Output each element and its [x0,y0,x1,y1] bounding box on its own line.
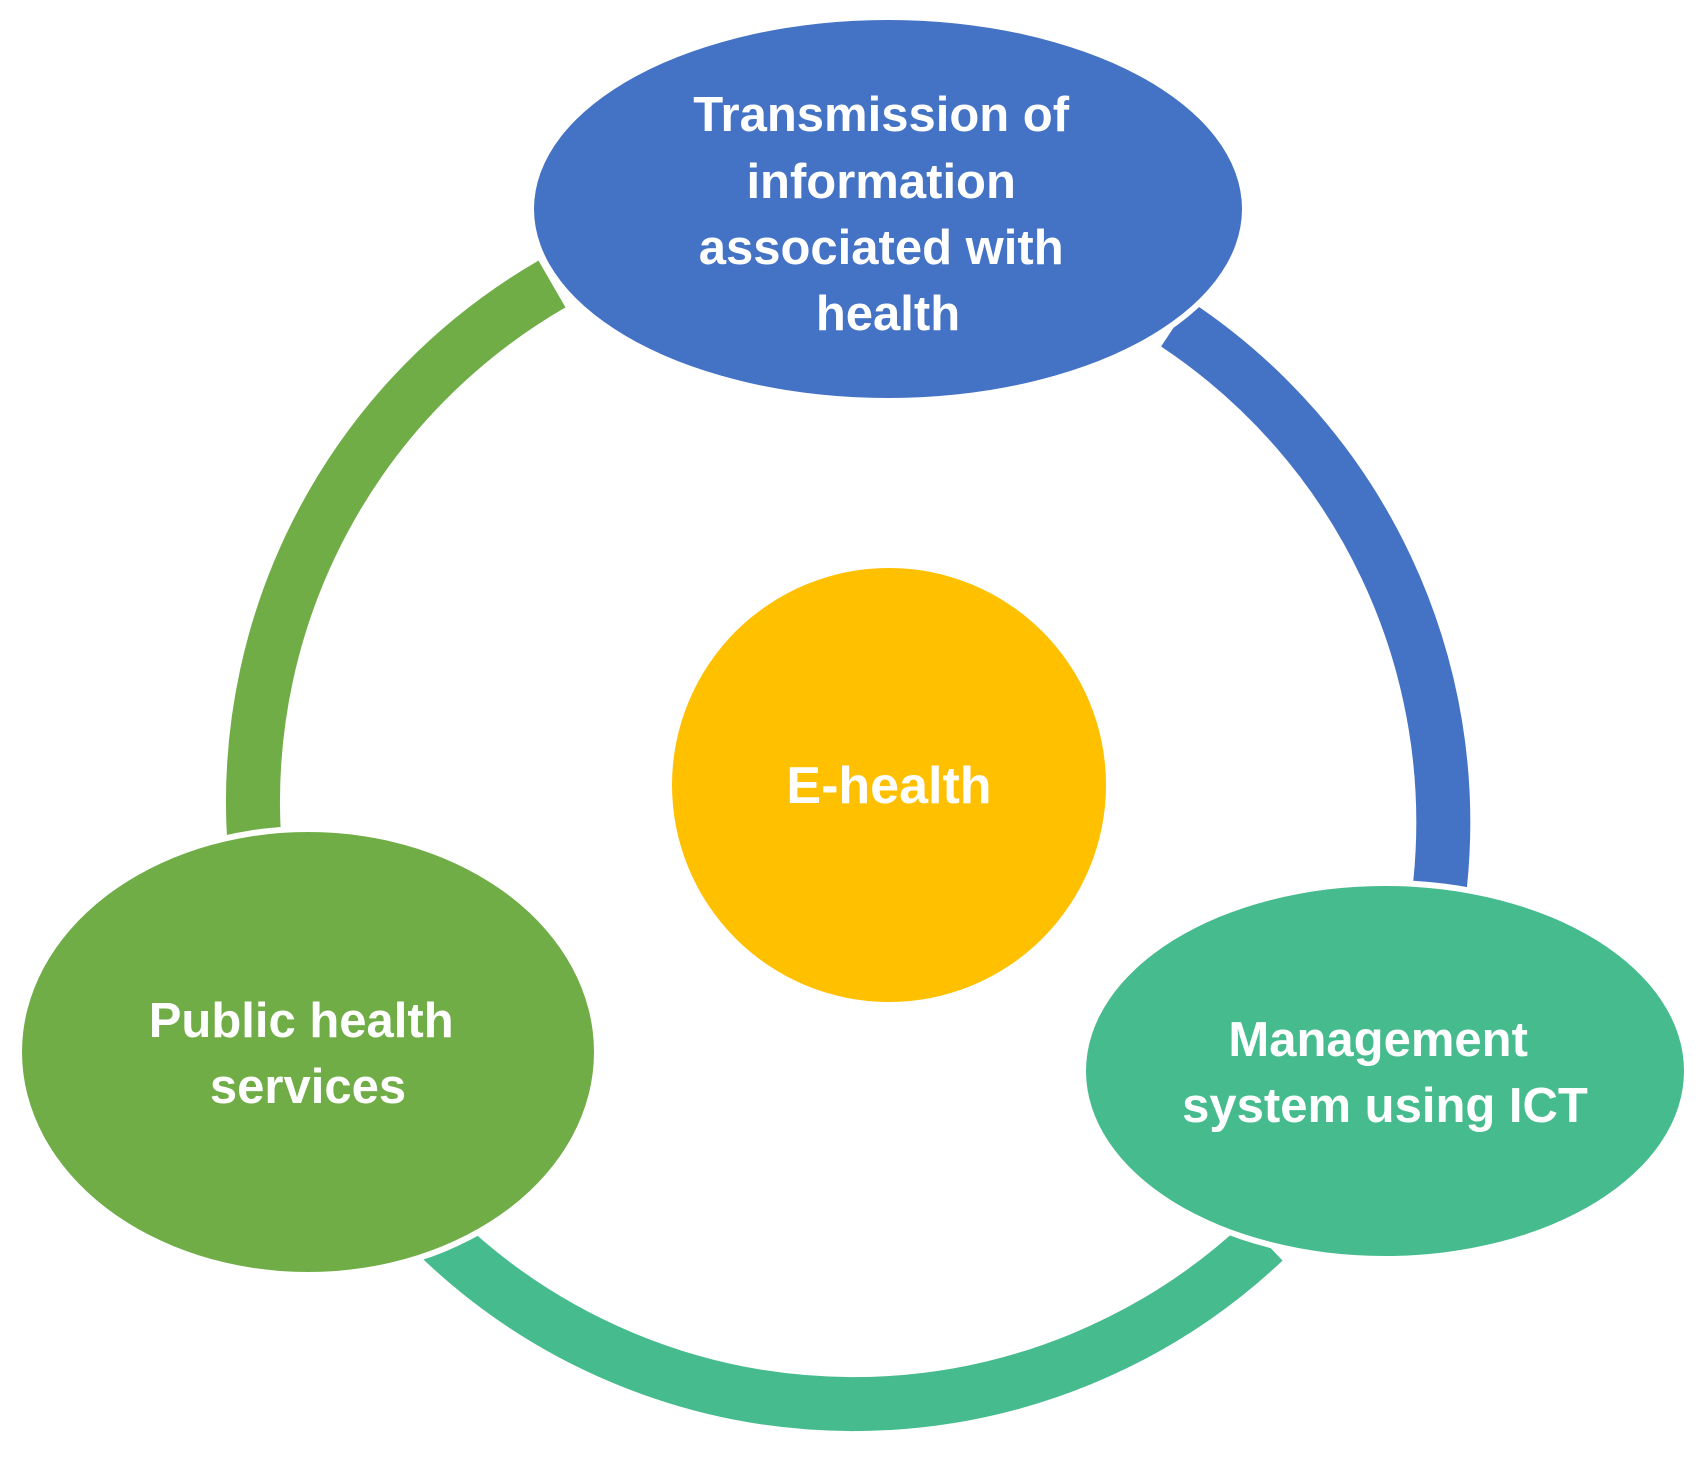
node-management-ellipse [1086,886,1684,1256]
node-transmission-ellipse [534,20,1242,398]
node-public-health: Public health services [16,826,600,1278]
node-transmission-line: associated with [699,221,1064,275]
node-management: Management system using ICT [1080,880,1690,1262]
arc-management-to-public-health [421,1218,1283,1432]
node-public-health-ellipse [22,832,594,1272]
node-transmission-label: Transmission of information associated w… [693,88,1082,341]
center-node: E-health [666,562,1112,1008]
node-management-line: system using ICT [1182,1079,1588,1133]
arc-transmission-to-management [1161,301,1471,888]
arc-public-health-to-transmission [225,260,566,839]
center-circle [666,562,1112,1008]
node-management-label: Management system using ICT [1182,1013,1588,1133]
node-public-health-line: Public health [149,994,454,1048]
center-circle-fill [672,568,1106,1002]
node-transmission: Transmission of information associated w… [528,14,1248,404]
node-public-health-line: services [210,1060,406,1114]
node-transmission-line: health [816,287,960,341]
node-public-health-label: Public health services [149,994,468,1114]
node-transmission-line: information [746,155,1015,209]
node-transmission-line: Transmission of [693,88,1069,142]
node-management-line: Management [1228,1013,1528,1067]
center-label: E-health [786,757,991,815]
